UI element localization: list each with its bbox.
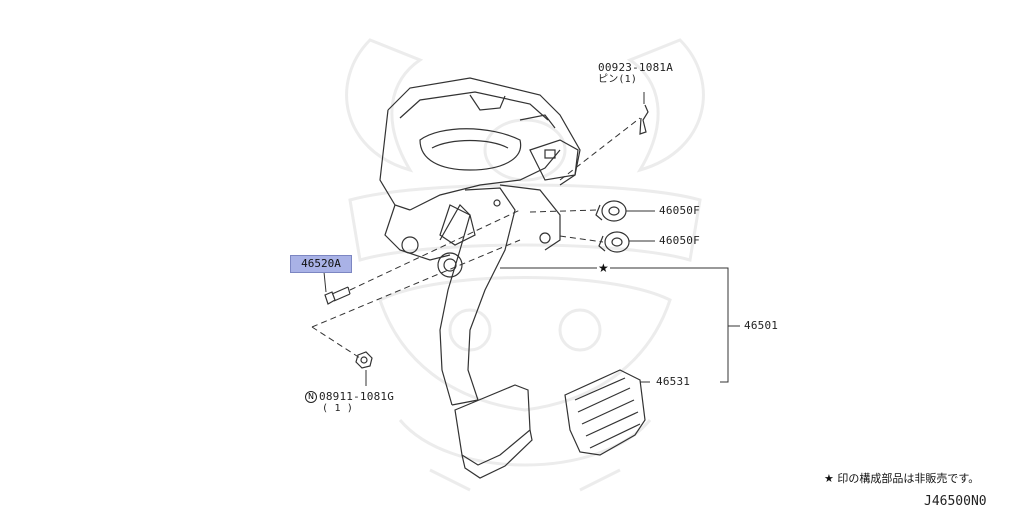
nut-quantity: ( 1 ) [322, 403, 354, 414]
bushing-upper-part-number: 46050F [659, 204, 700, 217]
pedal-pad-rubber [564, 369, 646, 456]
star-mark: ★ [598, 261, 609, 275]
pin-part-number: 00923-1081A [598, 61, 674, 74]
leader-lines [323, 92, 740, 386]
pedal-end [454, 384, 533, 479]
non-sale-note: ★ 印の構成部品は非販売です。 [824, 472, 980, 485]
watermark-emblem [345, 38, 705, 492]
bushing-upper [595, 200, 627, 222]
nut-circle-mark: N [305, 391, 317, 403]
pedal-bracket [379, 77, 581, 261]
pedal-arm [437, 187, 516, 406]
clevis-pin [639, 104, 649, 135]
bushing-lower-part-number: 46050F [659, 234, 700, 247]
nut [355, 351, 373, 369]
pin-quantity: ピン(1) [598, 74, 638, 85]
bolt [324, 286, 351, 305]
assembly-part-number: 46501 [744, 319, 779, 332]
nut-part-number: 08911-1081G [319, 390, 395, 403]
bushing-lower [598, 231, 630, 253]
figure-code: J46500N0 [924, 494, 987, 509]
pedal-pad-part-number: 46531 [656, 375, 691, 388]
assembly-lines [311, 117, 641, 359]
bolt-part-number-highlight[interactable]: 46520A [290, 255, 352, 273]
